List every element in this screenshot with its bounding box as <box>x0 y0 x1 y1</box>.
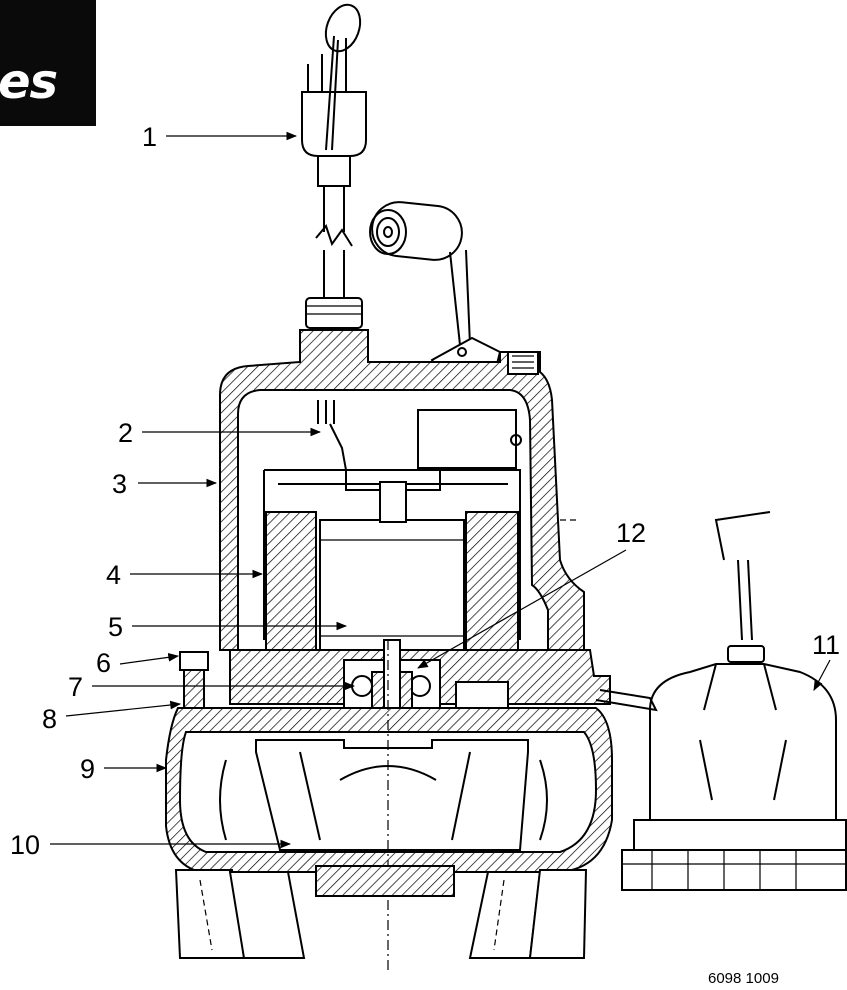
callout-label-6: 6 <box>96 648 111 678</box>
callout-8: 8 <box>42 700 182 734</box>
motor-stator <box>263 400 522 653</box>
power-plug <box>301 3 367 329</box>
callout-12: 12 <box>417 518 646 669</box>
callout-9: 9 <box>80 754 168 784</box>
callout-3: 3 <box>112 469 218 499</box>
callout-label-4: 4 <box>106 560 121 590</box>
callout-label-5: 5 <box>108 612 123 642</box>
callout-4: 4 <box>106 560 264 590</box>
callout-label-3: 3 <box>112 469 127 499</box>
callout-label-9: 9 <box>80 754 95 784</box>
callout-2: 2 <box>118 418 322 448</box>
callout-label-2: 2 <box>118 418 133 448</box>
callout-1: 1 <box>142 122 298 152</box>
callout-label-12: 12 <box>616 518 646 548</box>
callout-label-10: 10 <box>10 830 40 860</box>
drawing-code: 6098 1009 <box>708 970 779 987</box>
callout-label-8: 8 <box>42 704 57 734</box>
callout-label-11: 11 <box>812 630 840 660</box>
callout-label-1: 1 <box>142 122 157 152</box>
callout-7: 7 <box>68 672 356 702</box>
side-float-switch <box>595 511 847 891</box>
section-tab-text: es <box>0 54 58 110</box>
callout-label-7: 7 <box>68 672 83 702</box>
callout-10: 10 <box>10 830 292 860</box>
callout-6: 6 <box>96 648 180 678</box>
motor-housing <box>219 329 585 651</box>
base-feet <box>174 865 588 959</box>
callout-5: 5 <box>108 612 348 642</box>
callout-11: 11 <box>812 630 840 691</box>
section-tab: es <box>0 0 96 126</box>
volute-casing <box>165 640 613 972</box>
float-switch-top <box>369 201 502 369</box>
